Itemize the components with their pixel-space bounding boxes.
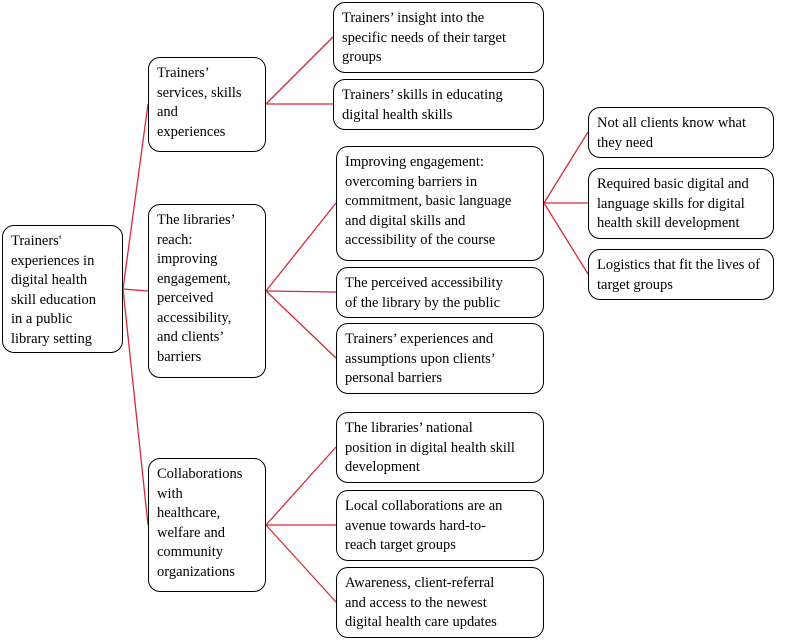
- connector-root-theme1: [122, 103, 149, 290]
- subtheme-node-local-collaborations: Local collaborations are an avenue towar…: [336, 490, 544, 561]
- connector-engagement-detail1: [543, 131, 589, 204]
- connector-engagement-detail3: [543, 202, 589, 275]
- subtheme-node-national-position: The libraries’ national position in digi…: [336, 412, 544, 483]
- theme-node-trainers-services: Trainers’ services, skills and experienc…: [148, 57, 266, 152]
- connector-theme2-sub3: [265, 290, 337, 359]
- connector-theme3-sub1: [265, 446, 337, 526]
- connector-root-theme3: [122, 288, 149, 526]
- subtheme-node-improving-engagement: Improving engagement: overcoming barrier…: [336, 146, 544, 261]
- subtheme-node-perceived-accessibility: The perceived accessibility of the libra…: [336, 267, 544, 318]
- root-node: Trainers' experiences in digital health …: [2, 225, 123, 353]
- connector-theme2-sub2: [265, 290, 337, 293]
- theme-node-libraries-reach: The libraries’ reach: improving engageme…: [148, 204, 266, 378]
- detail-node-not-all-clients: Not all clients know what they need: [588, 107, 774, 158]
- subtheme-node-personal-barriers: Trainers’ experiences and assumptions up…: [336, 323, 544, 394]
- detail-node-logistics: Logistics that fit the lives of target g…: [588, 249, 774, 300]
- connector-theme2-sub1: [265, 202, 337, 292]
- detail-node-basic-skills: Required basic digital and language skil…: [588, 168, 774, 239]
- theme-node-collaborations: Collaborations with healthcare, welfare …: [148, 458, 266, 592]
- subtheme-node-awareness: Awareness, client-referral and access to…: [336, 567, 544, 638]
- connector-theme3-sub3: [265, 524, 337, 603]
- subtheme-node-trainers-insight: Trainers’ insight into the specific need…: [333, 2, 544, 73]
- connector-theme1-sub1: [265, 36, 334, 105]
- subtheme-node-trainers-skills: Trainers’ skills in educating digital he…: [333, 79, 544, 130]
- connector-root-theme2: [122, 288, 149, 292]
